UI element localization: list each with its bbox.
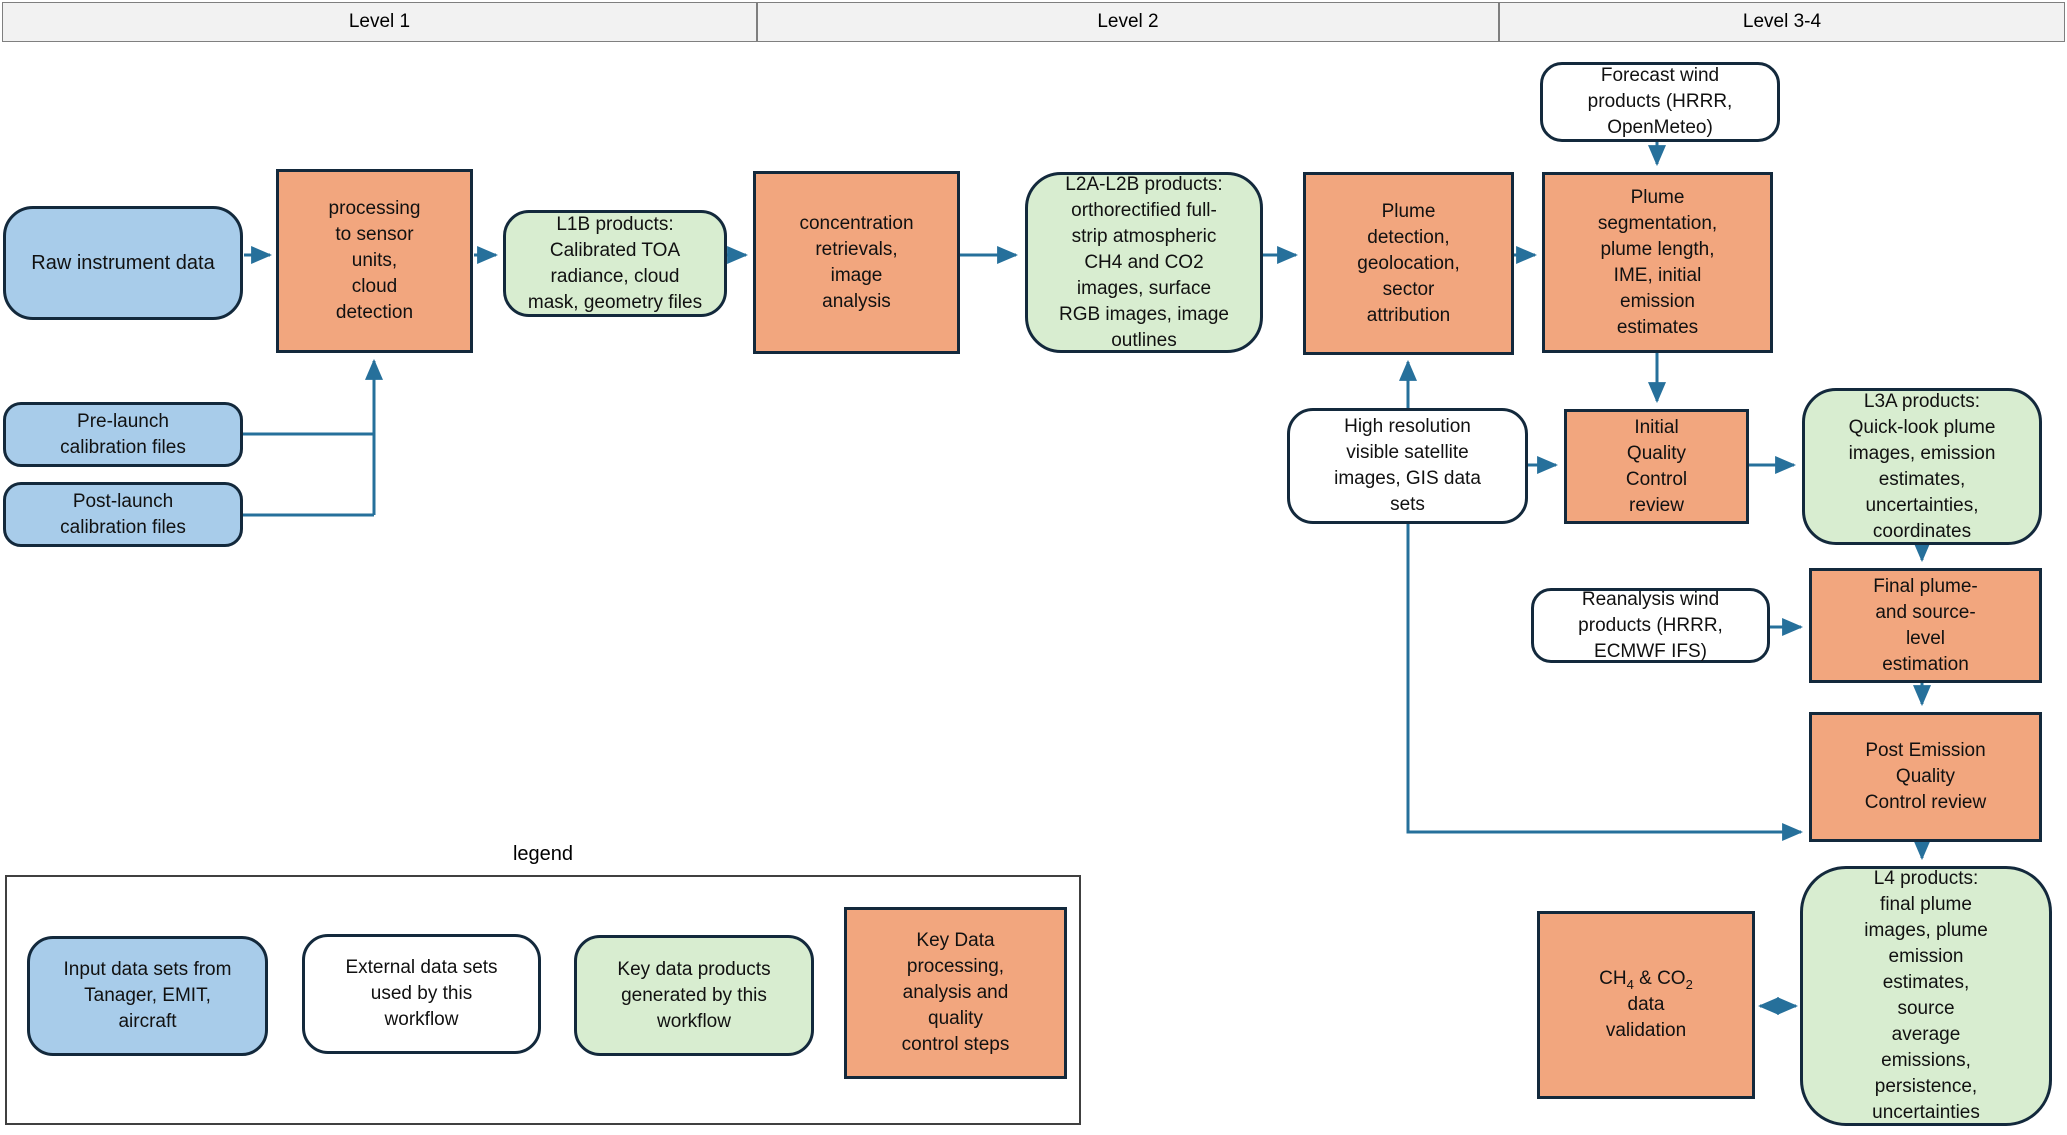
header-level-2-label: Level 2 [1097, 11, 1159, 32]
node-post-emission-quality-control-review: Post Emission Quality Control review [1809, 712, 2042, 842]
node-high-resolution-satellite-images: High resolution visible satellite images… [1287, 408, 1528, 524]
node-concentration-retrievals: concentration retrievals, image analysis [753, 171, 960, 354]
node-label: Initial Quality Control review [1625, 416, 1688, 516]
legend-item-key-data-products: Key data products generated by this work… [574, 935, 814, 1056]
node-initial-quality-control-review: Initial Quality Control review [1564, 409, 1749, 524]
header-level-3-4-label: Level 3-4 [1742, 11, 1822, 32]
node-plume-segmentation: Plume segmentation, plume length, IME, i… [1542, 172, 1773, 353]
node-label: L2A-L2B products: orthorectified full- s… [1058, 173, 1229, 351]
node-label: L4 products: final plume images, plume e… [1864, 868, 1988, 1123]
legend-item-key-data-processing-steps: Key Data processing, analysis and qualit… [844, 907, 1067, 1079]
node-label: Post Emission Quality Control review [1864, 740, 1987, 813]
header-level-3-4: Level 3-4 [1499, 2, 2065, 42]
node-label: Reanalysis wind products (HRRR, ECMWF IF… [1578, 588, 1723, 662]
node-reanalysis-wind-products: Reanalysis wind products (HRRR, ECMWF IF… [1531, 588, 1770, 663]
node-label: Forecast wind products (HRRR, OpenMeteo) [1587, 65, 1733, 138]
node-label: Final plume- and source- level estimatio… [1873, 575, 1978, 675]
node-label: CH4 & CO2 data validation [1599, 968, 1693, 1041]
legend-item-input-data-sets: Input data sets from Tanager, EMIT, airc… [27, 936, 268, 1056]
header-level-1-label: Level 1 [348, 11, 411, 32]
node-final-plume-source-level-estimation: Final plume- and source- level estimatio… [1809, 568, 2042, 683]
node-label: L1B products: Calibrated TOA radiance, c… [527, 213, 703, 313]
node-pre-launch-calibration-files: Pre-launch calibration files [3, 402, 243, 467]
node-plume-detection: Plume detection, geolocation, sector att… [1303, 172, 1514, 355]
node-post-launch-calibration-files: Post-launch calibration files [3, 482, 243, 547]
node-label: Plume detection, geolocation, sector att… [1357, 200, 1460, 326]
legend-item-external-data-sets: External data sets used by this workflow [302, 934, 541, 1054]
legend-item-label: Key Data processing, analysis and qualit… [901, 930, 1010, 1055]
node-forecast-wind-products: Forecast wind products (HRRR, OpenMeteo) [1540, 62, 1780, 142]
node-l2a-l2b-products: L2A-L2B products: orthorectified full- s… [1025, 172, 1263, 353]
node-label: L3A products: Quick-look plume images, e… [1848, 390, 1996, 542]
legend-item-label: Key data products generated by this work… [617, 958, 771, 1032]
arrow-highres-to-post-qc [1406, 524, 1804, 841]
legend-item-label: External data sets used by this workflow [345, 957, 498, 1030]
legend-item-label: Input data sets from Tanager, EMIT, airc… [63, 959, 232, 1032]
node-label: Pre-launch calibration files [60, 410, 186, 458]
header-level-1: Level 1 [2, 2, 757, 42]
node-l1b-products: L1B products: Calibrated TOA radiance, c… [503, 210, 727, 317]
node-label: concentration retrievals, image analysis [799, 212, 914, 312]
header-level-2: Level 2 [757, 2, 1499, 42]
legend-title: legend [512, 843, 574, 865]
node-l4-products: L4 products: final plume images, plume e… [1800, 866, 2052, 1126]
node-label: Plume segmentation, plume length, IME, i… [1597, 186, 1718, 338]
node-ch4-co2-data-validation: CH4 & CO2 data validation [1537, 911, 1755, 1099]
node-label: Post-launch calibration files [60, 490, 186, 538]
node-label: High resolution visible satellite images… [1334, 416, 1481, 515]
node-label: Raw instrument data [31, 252, 215, 274]
node-l3a-products: L3A products: Quick-look plume images, e… [1802, 388, 2042, 545]
node-label: processing to sensor units, cloud detect… [328, 198, 421, 323]
node-processing-to-sensor-units: processing to sensor units, cloud detect… [276, 169, 473, 353]
node-raw-instrument-data: Raw instrument data [3, 206, 243, 320]
